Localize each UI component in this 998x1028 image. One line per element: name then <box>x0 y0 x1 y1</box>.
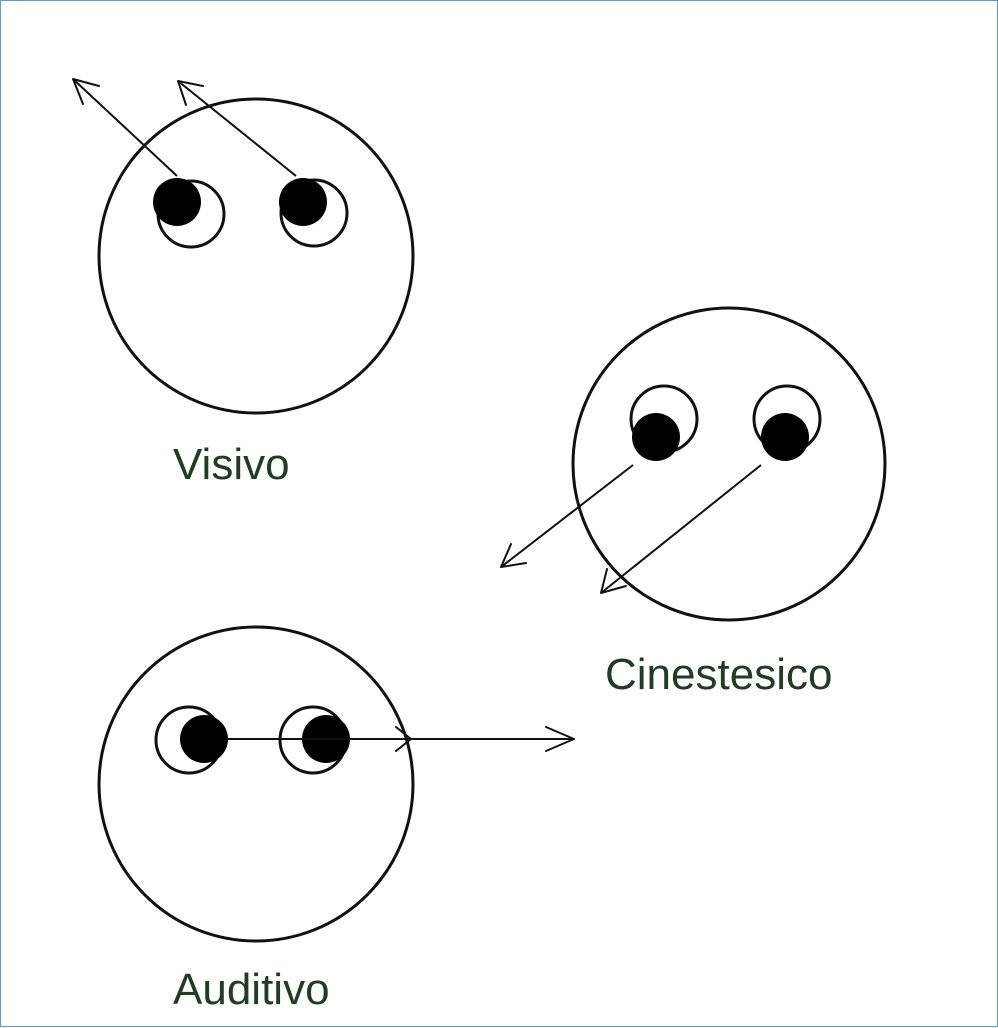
gaze-arrow-visivo-right <box>178 81 296 176</box>
face-cinestesico-right-eye <box>754 386 820 461</box>
gaze-arrow-visivo-left <box>73 79 177 176</box>
face-cinestesico-outline <box>573 308 885 620</box>
gaze-arrow-cinestesico-left <box>501 465 633 567</box>
face-cinestesico: Cinestesico <box>501 308 885 699</box>
face-auditivo-left-eye <box>156 707 228 773</box>
pupil-left <box>632 413 680 461</box>
label-auditivo: Auditivo <box>173 965 330 1014</box>
face-visivo: Visivo <box>73 79 413 489</box>
face-visivo-right-eye <box>279 178 347 246</box>
face-visivo-left-eye <box>153 178 224 247</box>
label-visivo: Visivo <box>173 440 290 489</box>
pupil-left <box>153 178 201 226</box>
pupil-right <box>761 413 809 461</box>
label-cinestesico: Cinestesico <box>605 650 832 699</box>
face-auditivo-outline <box>99 627 413 941</box>
gaze-arrow-cinestesico-right <box>601 465 761 593</box>
face-auditivo: Auditivo <box>99 627 574 1014</box>
pupil-left <box>180 715 228 763</box>
pupil-right <box>279 178 327 226</box>
face-cinestesico-left-eye <box>631 386 697 461</box>
gaze-arrow-auditivo-right <box>349 727 574 751</box>
